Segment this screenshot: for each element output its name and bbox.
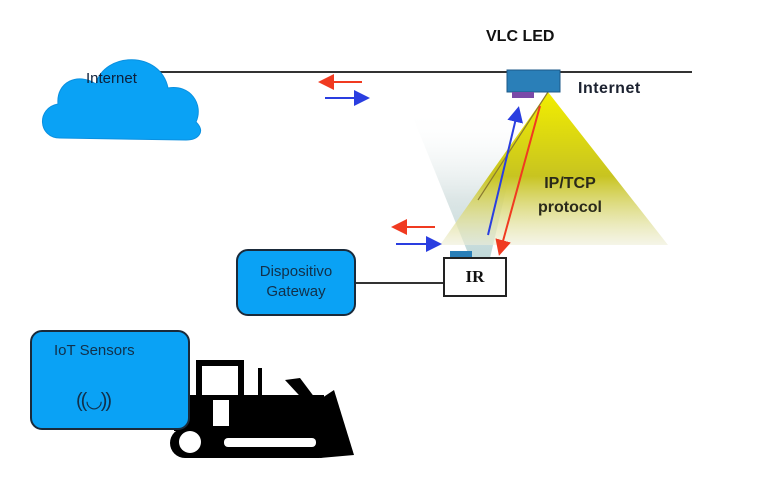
- gateway-label: Dispositivo Gateway: [238, 262, 354, 302]
- cloud-icon: [42, 59, 201, 141]
- wireless-signal-icon: ((◡)): [76, 390, 112, 412]
- bulldozer-track-details: [179, 368, 316, 453]
- ir-sensor-cap: [450, 251, 472, 258]
- led-light-cone: [440, 92, 668, 245]
- gateway-label-line2: Gateway: [266, 283, 326, 300]
- iot-sensors-box: IoT Sensors ((◡)): [30, 330, 190, 430]
- protocol-line2: protocol: [538, 199, 602, 216]
- ir-label: IR: [465, 267, 485, 286]
- led-lamp-icon: [506, 69, 561, 93]
- protocol-line1: IP/TCP: [544, 175, 596, 192]
- protocol-label: IP/TCP protocol: [538, 172, 602, 220]
- beam-edge: [477, 91, 549, 201]
- gateway-label-line1: Dispositivo: [259, 263, 333, 280]
- internet-right-label: Internet: [578, 80, 641, 97]
- led-lens: [512, 92, 534, 98]
- uplink-diagonal-arrow: [487, 106, 523, 236]
- gateway-device-box: Dispositivo Gateway: [236, 249, 356, 316]
- iot-sensors-label: IoT Sensors: [54, 342, 135, 359]
- cloud-internet-label: Internet: [86, 70, 137, 87]
- ir-receiver-box: IR: [443, 257, 507, 297]
- downlink-diagonal-arrow: [495, 105, 541, 256]
- vlc-led-label: VLC LED: [486, 28, 555, 45]
